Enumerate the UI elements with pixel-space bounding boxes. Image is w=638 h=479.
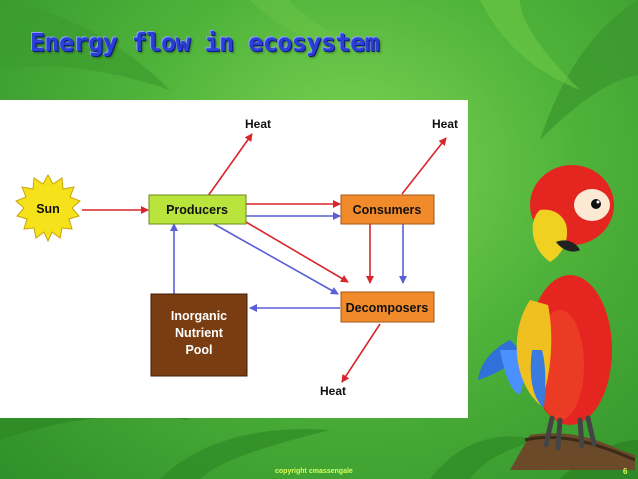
producers-node: Producers [148,194,247,225]
producers-label: Producers [166,203,228,217]
arrow-producers-to-decomposers-blue [213,223,339,295]
decomposers-label: Decomposers [346,301,429,315]
energy-flow-diagram: Sun Producers Consumer [15,117,458,398]
arrow-consumers-heat [401,137,447,195]
decomposers-node: Decomposers [340,291,435,323]
heat-label-decomposers: Heat [320,384,346,398]
slide-title: Energy flow in ecosystem [30,28,380,57]
arrow-producers-to-decomposers-red [245,221,349,283]
pool-label-line3: Pool [185,343,212,357]
diagram-panel: Sun Producers Consumer [0,100,468,418]
sun-label: Sun [36,202,60,216]
sun-icon [15,173,81,243]
pool-label-line2: Nutrient [175,326,224,340]
pool-label-line1: Inorganic [171,309,227,323]
copyright-footer: copyright cmassengale [275,468,353,475]
nutrient-pool-node: Inorganic Nutrient Pool [150,293,248,377]
arrow-decomposers-heat [341,323,381,383]
parrot-mascot-icon [478,165,635,470]
heat-label-producers: Heat [245,117,271,131]
heat-label-consumers: Heat [432,117,458,131]
sun-node: Sun [15,173,81,243]
consumers-label: Consumers [353,203,422,217]
page-number: 6 [623,467,628,476]
arrow-producers-heat [207,133,253,197]
consumers-node: Consumers [340,194,435,225]
